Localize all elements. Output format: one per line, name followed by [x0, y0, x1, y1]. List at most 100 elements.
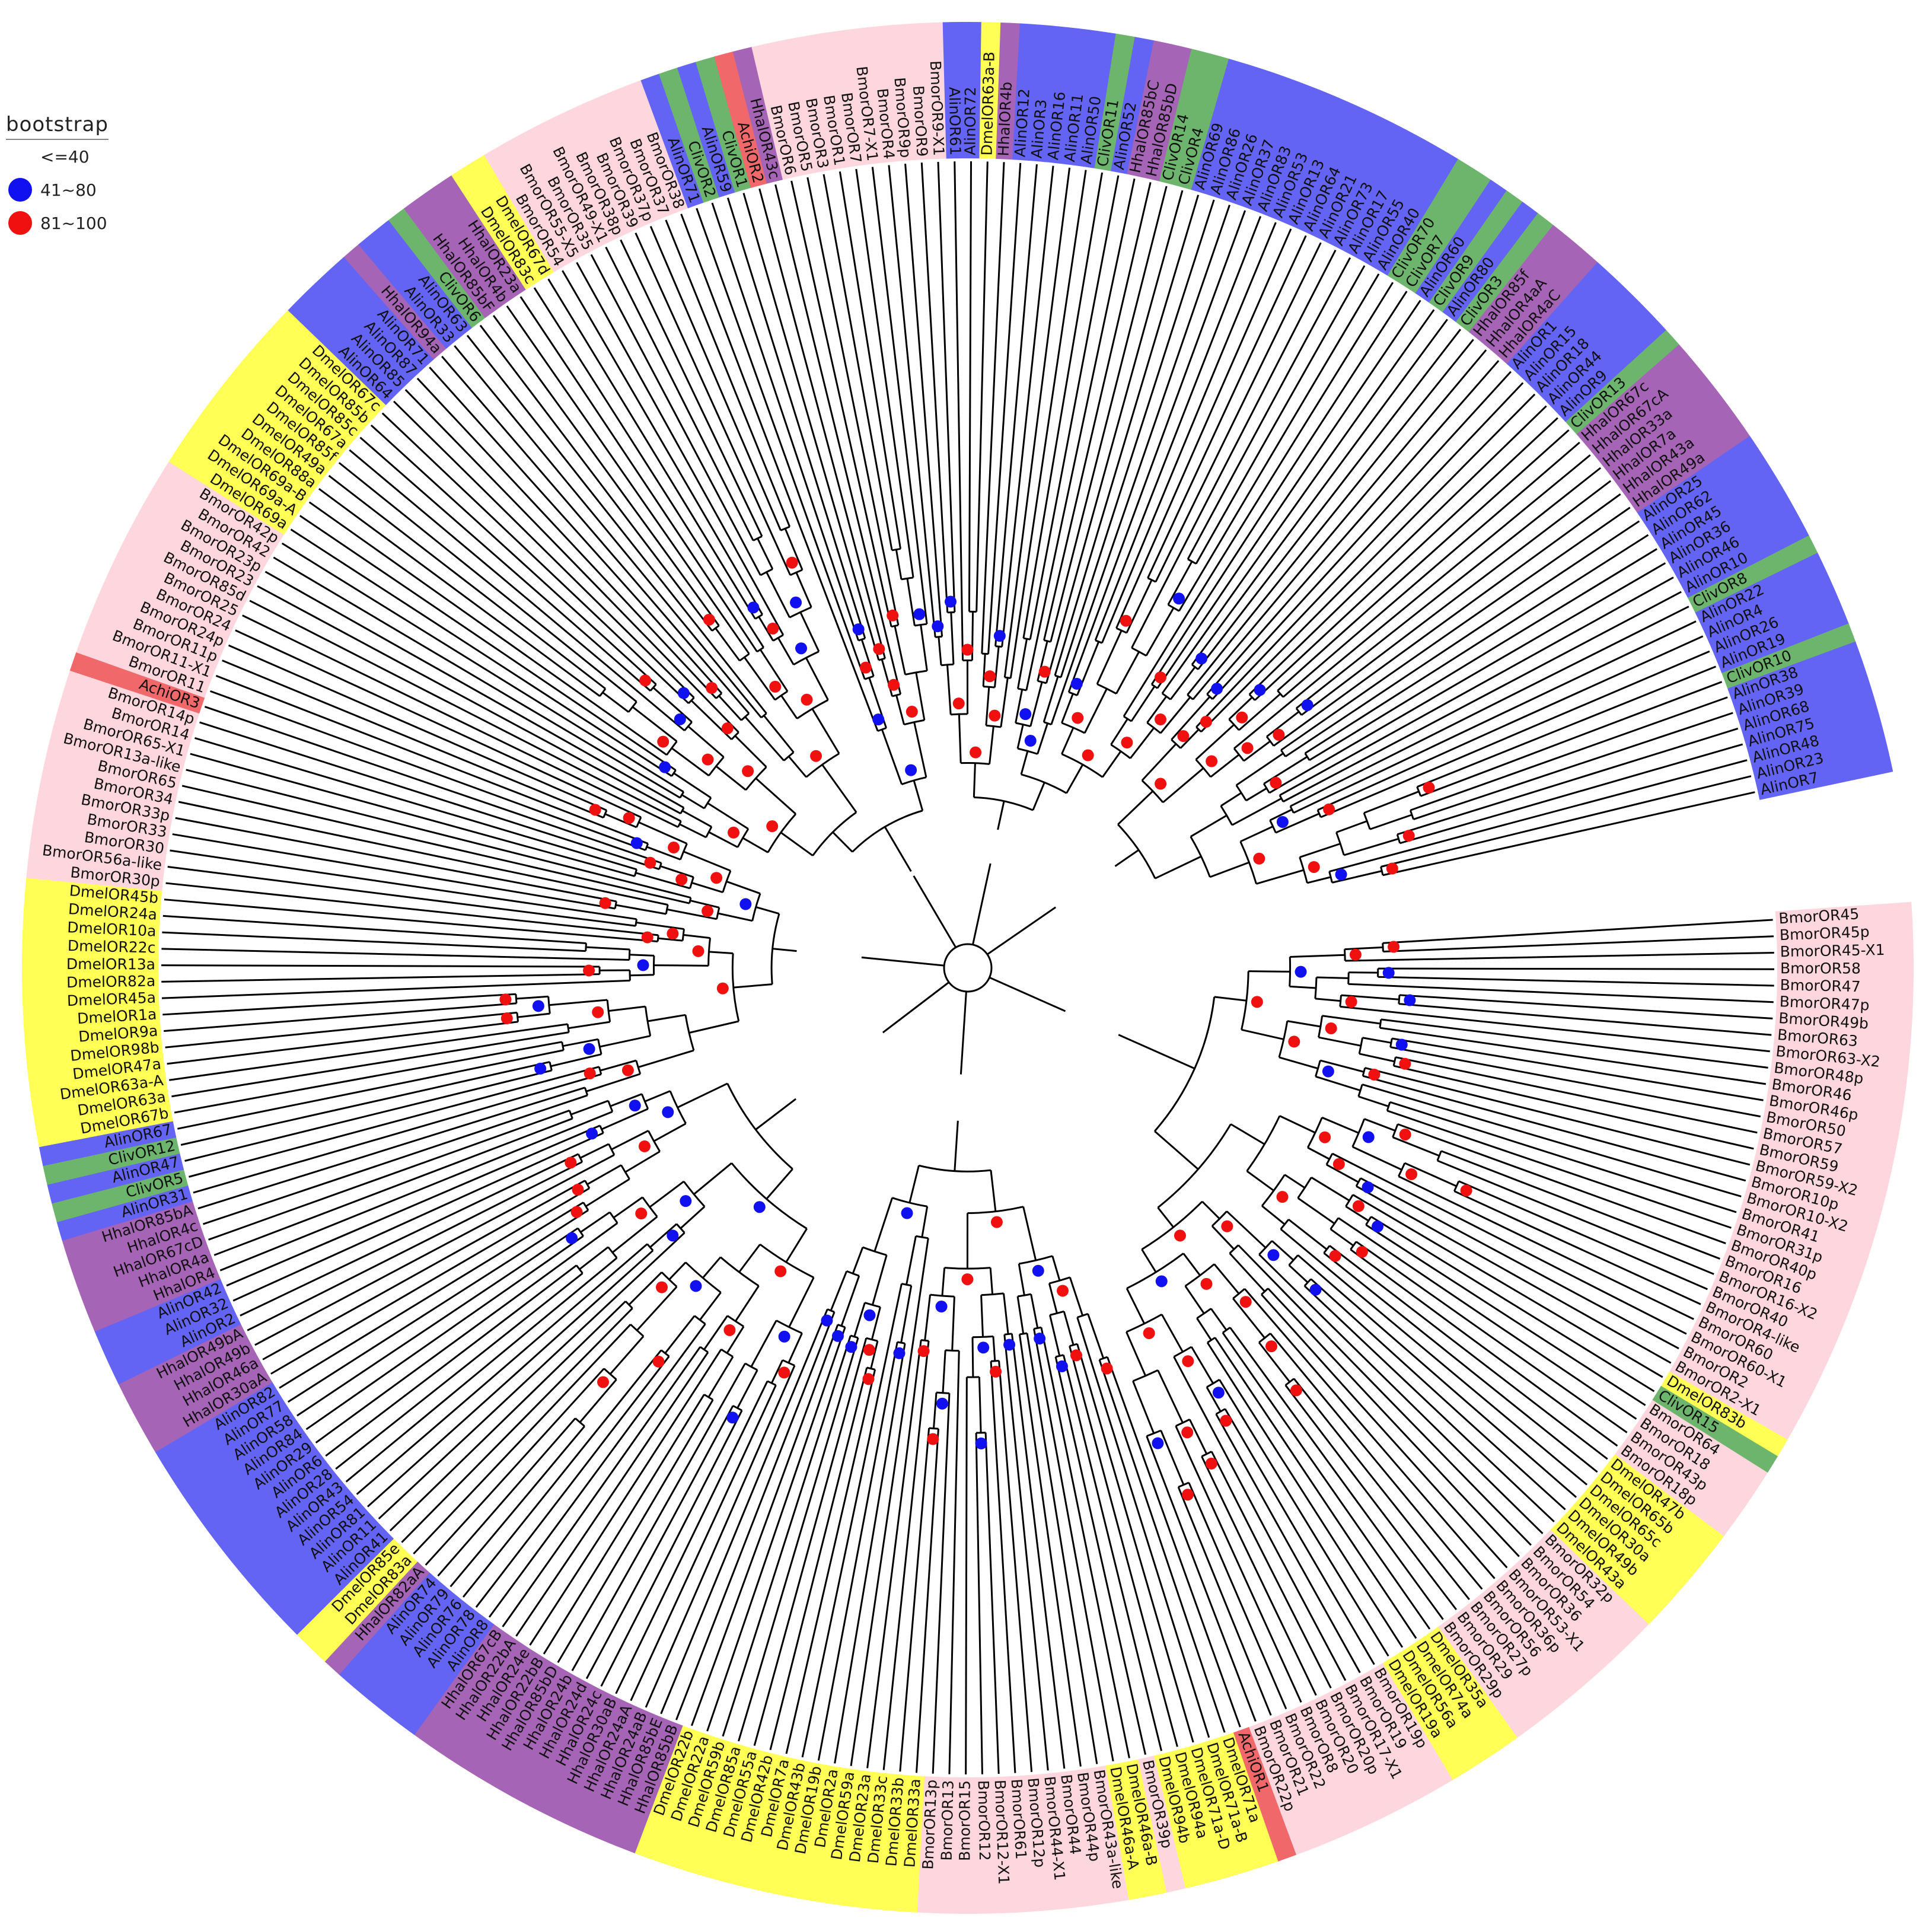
branch-line — [647, 1014, 686, 1022]
branch-line — [599, 1035, 651, 1048]
branch-arc — [1187, 694, 1194, 700]
branch-line — [1102, 750, 1122, 778]
branch-line — [959, 991, 967, 1075]
branch-arc — [1303, 1278, 1312, 1287]
branch-line — [1311, 1177, 1350, 1202]
bootstrap-high-dot — [692, 945, 704, 957]
branch-line — [757, 538, 774, 570]
branch-line — [733, 983, 773, 989]
branch-line — [951, 1296, 955, 1351]
branch-line — [950, 612, 955, 665]
branch-line — [1190, 814, 1228, 838]
branch-line — [894, 626, 906, 675]
branch-line — [315, 1222, 619, 1444]
branch-arc — [1049, 1276, 1070, 1285]
branch-line — [941, 1267, 946, 1296]
bootstrap-high-dot — [1070, 1349, 1082, 1362]
branch-line — [557, 1399, 714, 1664]
bootstrap-mid-dot — [677, 687, 690, 699]
species-band-segment — [1040, 1772, 1072, 1910]
branch-line — [861, 956, 945, 967]
branch-line — [1043, 182, 1152, 641]
branch-line — [1321, 1116, 1359, 1134]
branch-line — [1156, 299, 1421, 689]
species-band-segment — [604, 87, 673, 221]
bootstrap-high-dot — [778, 1366, 790, 1379]
branch-line — [161, 973, 600, 983]
bootstrap-mid-dot — [1301, 699, 1313, 711]
branch-line — [441, 355, 750, 714]
branch-arc — [1173, 1346, 1193, 1358]
branch-line — [785, 1228, 808, 1263]
branch-line — [1161, 1314, 1184, 1353]
species-band-segment — [1175, 53, 1229, 190]
bootstrap-mid-dot — [659, 761, 671, 773]
species-band-segment — [388, 208, 486, 329]
branch-line — [1206, 360, 1500, 695]
branch-line — [644, 1090, 671, 1102]
branch-line — [404, 389, 739, 733]
branch-line — [948, 1350, 960, 1774]
branch-line — [1232, 798, 1282, 826]
leaf-label: DmelOR13a — [66, 955, 155, 973]
branch-line — [1087, 1313, 1105, 1359]
species-band-segment — [865, 26, 898, 163]
bootstrap-high-dot — [774, 1265, 787, 1277]
species-band-segment — [1169, 1747, 1223, 1884]
branch-line — [1329, 1245, 1608, 1460]
branch-line — [1232, 1298, 1265, 1339]
branch-arc — [1023, 637, 1031, 641]
branch-line — [636, 1286, 678, 1331]
species-band-segment — [1538, 1529, 1649, 1639]
branch-line — [1022, 1206, 1037, 1261]
branch-line — [667, 908, 717, 920]
species-band-segment — [21, 954, 159, 975]
branch-line — [671, 747, 710, 777]
species-band-segment — [1506, 262, 1612, 375]
bootstrap-mid-dot — [637, 959, 649, 971]
branch-arc — [1201, 1451, 1212, 1458]
branch-line — [990, 1361, 1016, 1773]
branch-line — [989, 726, 994, 764]
species-band-segment — [1646, 452, 1771, 541]
species-band-segment — [94, 1279, 227, 1350]
bootstrap-high-dot — [1405, 1168, 1418, 1180]
branch-arc — [961, 761, 990, 765]
species-band-segment — [1719, 1252, 1854, 1319]
branch-line — [249, 600, 682, 823]
branch-line — [1115, 651, 1140, 694]
branch-line — [1141, 1248, 1157, 1273]
branch-line — [1284, 520, 1640, 757]
bootstrap-high-dot — [1205, 1457, 1217, 1470]
branch-line — [1230, 1123, 1265, 1145]
bootstrap-mid-dot — [1254, 684, 1266, 696]
branch-arc — [914, 623, 927, 627]
species-band-segment — [1233, 1727, 1297, 1862]
species-band-segment — [24, 877, 162, 908]
branch-line — [570, 1100, 609, 1116]
branch-arc — [1263, 783, 1270, 794]
branch-line — [840, 1275, 860, 1327]
species-band-segment — [1756, 752, 1893, 800]
branch-line — [297, 1227, 579, 1417]
branch-line — [652, 687, 693, 723]
branch-line — [608, 1005, 646, 1012]
branch-line — [1017, 638, 1028, 689]
branch-line — [1115, 228, 1292, 629]
branch-arc — [547, 996, 551, 1014]
bootstrap-high-dot — [887, 609, 899, 622]
branch-arc — [647, 1130, 661, 1152]
branch-line — [1051, 1256, 1061, 1281]
branch-line — [308, 501, 668, 756]
bootstrap-mid-dot — [905, 764, 917, 776]
bootstrap-mid-dot — [977, 1341, 990, 1354]
branch-line — [1076, 1343, 1194, 1743]
branch-arc — [1453, 1181, 1460, 1192]
species-band-segment — [1424, 1626, 1517, 1750]
bootstrap-mid-dot — [674, 713, 686, 725]
branch-line — [1332, 870, 1382, 884]
branch-arc — [1191, 664, 1199, 670]
species-band-segment — [1299, 105, 1374, 237]
species-band-segment — [659, 67, 720, 203]
bootstrap-high-dot — [639, 674, 652, 687]
